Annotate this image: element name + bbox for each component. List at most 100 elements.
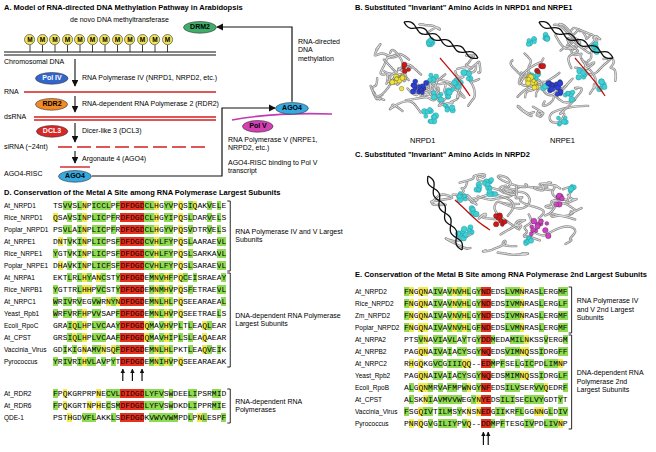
sequence-row: PAGQNAIVAIACYSGYNQEDSMIMNQSSIDRGLF xyxy=(404,371,568,381)
methyl-circle xyxy=(137,35,147,45)
residue: V xyxy=(433,335,438,344)
sequence-row: WRIVRVEGVWRNYNDFDGDEMNLHLPQSEEARAEAL xyxy=(53,297,226,307)
residue: S xyxy=(101,309,106,318)
residue: K xyxy=(101,413,106,422)
residue-sphere xyxy=(493,221,498,226)
residue: P xyxy=(404,335,409,344)
residue: M xyxy=(212,401,217,410)
residue: E xyxy=(212,261,217,270)
residue-sphere xyxy=(424,114,428,118)
residue: F xyxy=(164,237,169,246)
protein-ribbon xyxy=(545,203,581,215)
dna-helix xyxy=(428,176,462,250)
residue: N xyxy=(82,225,87,234)
residue: L xyxy=(452,335,457,344)
residue: G xyxy=(135,297,140,306)
residue: M xyxy=(149,321,154,330)
residue: D xyxy=(58,345,63,354)
methyl-circle xyxy=(150,35,160,45)
residue-sphere xyxy=(546,81,551,86)
rna-strand xyxy=(24,91,216,93)
residue: G xyxy=(135,201,140,210)
residue: R xyxy=(548,371,553,380)
residue: L xyxy=(202,413,207,422)
residue-sphere xyxy=(461,70,467,76)
residue: H xyxy=(58,261,63,270)
residue: M xyxy=(491,419,496,428)
residue: P xyxy=(87,321,92,330)
molecule-label: dsRNA xyxy=(4,113,26,121)
methyl-mark: M xyxy=(99,34,110,45)
residue-sphere xyxy=(598,79,604,85)
enzyme-note: de novo DNA methyltransferase xyxy=(70,16,169,24)
site-arrow xyxy=(122,369,123,381)
residue: G xyxy=(135,357,140,366)
residue: V xyxy=(438,323,443,332)
site-arrow xyxy=(141,369,142,381)
residue: D xyxy=(486,359,491,368)
residue-sphere xyxy=(529,232,533,236)
residue-sphere xyxy=(449,105,455,111)
residue: R xyxy=(433,383,438,392)
residue-sphere xyxy=(543,228,549,234)
residue: C xyxy=(101,225,106,234)
residue: I xyxy=(63,345,68,354)
residue: V xyxy=(207,213,212,222)
residue: E xyxy=(510,359,515,368)
protein-ribbon xyxy=(457,182,476,199)
residue: A xyxy=(207,237,212,246)
residue: A xyxy=(197,297,202,306)
residue: Q xyxy=(486,371,491,380)
residue: L xyxy=(159,309,164,318)
process-note: AGO4-RISC binding to Pol V transcript xyxy=(228,159,340,176)
group-bracket xyxy=(227,201,230,271)
residue: S xyxy=(193,261,198,270)
residue: D xyxy=(500,335,505,344)
residue-sphere xyxy=(433,113,439,119)
residue: V xyxy=(539,383,544,392)
sequence-row: YGTTRLHHPVCSTYDFDGDEMNMHVPQSFETRAEVL xyxy=(53,285,226,295)
enzyme-ellipse: DCL3 xyxy=(36,125,68,138)
residue: L xyxy=(467,299,472,308)
residue: F xyxy=(404,407,409,416)
group-bracket xyxy=(569,287,572,333)
sirna-strand xyxy=(60,166,90,167)
residue: L xyxy=(188,413,193,422)
protein-ribbon xyxy=(533,107,543,117)
residue: A xyxy=(106,321,111,330)
residue: N xyxy=(409,323,414,332)
residue-sphere xyxy=(568,186,573,191)
protein-ribbon xyxy=(560,88,582,114)
residue: F xyxy=(515,407,520,416)
residue: N xyxy=(520,311,525,320)
residue-sphere xyxy=(457,194,462,199)
residue: V xyxy=(169,357,174,366)
structure-label: NRPE1 xyxy=(550,136,575,145)
residue: H xyxy=(164,321,169,330)
residue: F xyxy=(563,299,568,308)
residue: I xyxy=(539,347,544,356)
residue: M xyxy=(447,407,452,416)
sequence-name: Yeast_Rpb2 xyxy=(355,372,390,380)
residue: T xyxy=(433,407,438,416)
residue: Y xyxy=(169,249,174,258)
residue: P xyxy=(534,359,539,368)
enzyme-ellipse: Pol V xyxy=(242,120,274,133)
residue: L xyxy=(221,261,226,270)
residue: V xyxy=(101,357,106,366)
residue: P xyxy=(58,389,63,398)
residue: L xyxy=(539,323,544,332)
residue: P xyxy=(87,333,92,342)
sequence-name: At_NRPA1 xyxy=(4,274,35,282)
residue: R xyxy=(58,357,63,366)
residue-sphere xyxy=(452,80,457,85)
residue: A xyxy=(207,273,212,282)
residue-sphere xyxy=(503,220,508,225)
sequence-row: GRAIQLHPLVCAAYDFDGDQMAVHVPLTLEAQLEAR xyxy=(53,321,226,331)
residue: D xyxy=(495,299,500,308)
residue: G xyxy=(524,407,529,416)
residue: L xyxy=(169,345,174,354)
residue: P xyxy=(53,413,58,422)
sequence-row: ALGQNMRVAFMPWNGYNFEDSILVSERVVQEDRF xyxy=(404,383,568,393)
sequence-row: GRSIQLHPLVCAAFDFDGDQMAVHIPLSLEAQAEAR xyxy=(53,333,226,343)
